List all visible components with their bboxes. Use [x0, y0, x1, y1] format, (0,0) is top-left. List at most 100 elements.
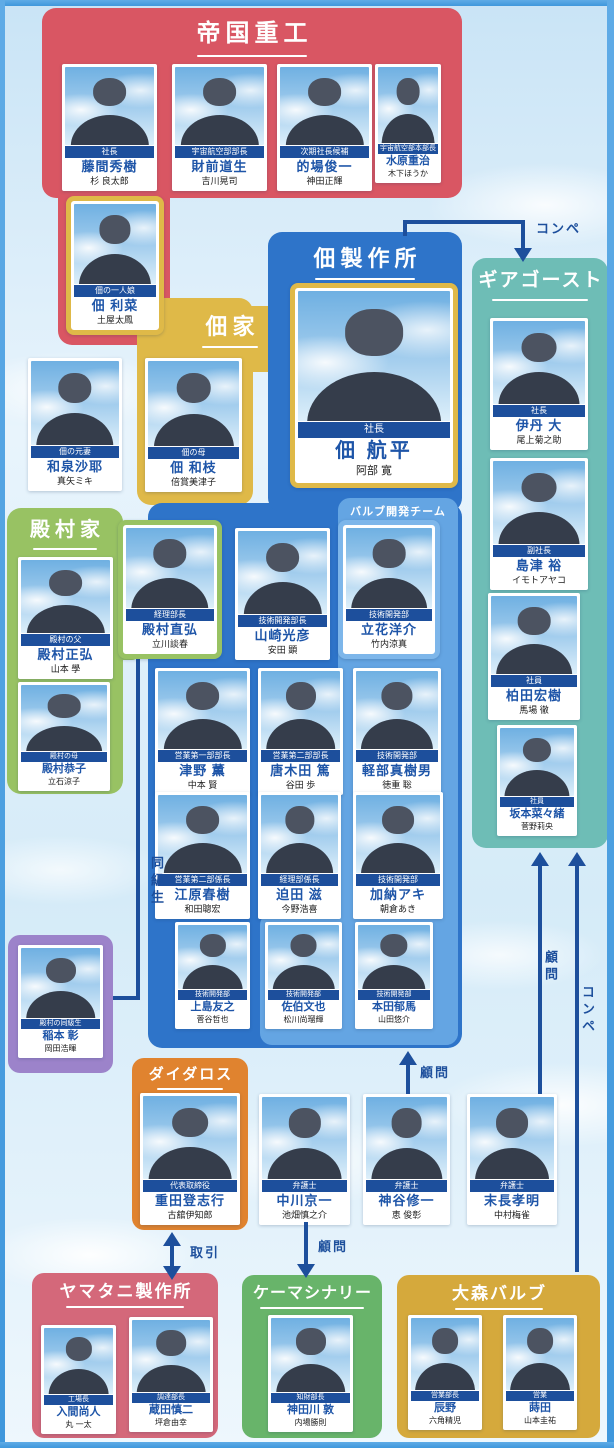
character-name: 島津 裕 [515, 558, 563, 573]
character-name: 的場俊一 [296, 159, 353, 174]
actor-name: 立川談春 [151, 639, 188, 649]
person-silhouette [261, 795, 338, 873]
compe-top-horizontal [403, 220, 525, 224]
portrait-photo [262, 1097, 347, 1179]
card-tonomura-masahiro[interactable]: 殿村の父殿村正弘山本 學 [18, 557, 113, 679]
card-zaizen-michio[interactable]: 宇宙航空部部長財前道生吉川晃司 [172, 64, 267, 191]
card-inamoto-akira[interactable]: 殿村の同級生稲本 彰岡田浩暉 [18, 945, 103, 1058]
advisor-gearghost-arrowhead [531, 852, 549, 866]
card-kashiwada-hiroki[interactable]: 社員柏田宏樹馬場 徹 [488, 593, 580, 720]
character-name: 神谷修一 [378, 1193, 435, 1208]
actor-name: 内場勝則 [294, 1418, 327, 1427]
role-ribbon: 社員 [491, 675, 577, 687]
character-name: 迫田 滋 [276, 887, 323, 902]
card-karube-makio[interactable]: 技術開発部軽部真樹男徳重 聡 [353, 668, 441, 795]
person-silhouette [158, 671, 247, 749]
portrait-photo [366, 1097, 447, 1179]
role-ribbon: 技術開発部 [356, 750, 438, 762]
role-ribbon: 営業第一部部長 [158, 750, 247, 762]
person-silhouette [298, 291, 450, 421]
card-kano-aki[interactable]: 技術開発部加納アキ朝倉あき [353, 792, 443, 919]
card-honda-ikuma[interactable]: 技術開発部本田郁馬山田悠介 [355, 922, 433, 1029]
card-tachibana-yosuke[interactable]: 技術開発部立花洋介竹内涼真 [338, 520, 440, 659]
group-title-tonomura-family: 殿村家 [30, 519, 105, 541]
card-fujima-hideki[interactable]: 社長藤間秀樹杉 良太郎 [62, 64, 157, 191]
card-sakamoto-nanao[interactable]: 社員坂本菜々緒菅野莉央 [497, 725, 577, 836]
character-name: 佐伯文也 [281, 1001, 326, 1013]
card-iruma-naoto[interactable]: 工場長入間尚人丸 一太 [41, 1325, 116, 1434]
card-tsukuda-kohei[interactable]: 社長佃 航平阿部 寛 [290, 283, 458, 488]
card-itami-dai[interactable]: 社長伊丹 大尾上菊之助 [490, 318, 588, 450]
card-mizuhara-shigeharu[interactable]: 宇宙航空部本部長水原重治木下ほうか [375, 64, 441, 183]
portrait-photo [298, 291, 450, 421]
card-ebara-haruki[interactable]: 営業第二部係長江原春樹和田聰宏 [155, 792, 250, 919]
person-silhouette [268, 925, 339, 989]
person-silhouette [271, 1318, 350, 1392]
card-kandagawa-atsushi[interactable]: 知財部長神田川 敦内場勝則 [268, 1315, 353, 1432]
portrait-photo [378, 67, 438, 143]
portrait-photo [500, 728, 574, 796]
portrait-photo [411, 1318, 479, 1390]
character-name: 和泉沙耶 [46, 459, 103, 474]
card-tsukuda-kazue[interactable]: 佃の母佃 和枝倍賞美津子 [145, 358, 242, 492]
group-title-tsukuda-family: 佃家 [205, 314, 260, 339]
card-shigeta-toshiyuki[interactable]: 代表取締役重田登志行古舘伊知郎 [140, 1093, 240, 1225]
character-name: 唐木田 篤 [270, 763, 331, 778]
portrait-photo [178, 925, 247, 989]
person-silhouette [65, 67, 154, 145]
person-silhouette [262, 1097, 347, 1179]
compe-gearghost-label: コンペ [580, 985, 595, 1036]
title-underline [202, 346, 258, 348]
card-matoba-shunichi[interactable]: 次期社長候補的場俊一神田正輝 [277, 64, 372, 191]
card-suenaga-takaaki[interactable]: 弁護士末長孝明中村梅雀 [467, 1094, 557, 1225]
portrait-photo [175, 67, 264, 145]
role-ribbon: 社長 [298, 422, 450, 438]
portrait-photo [493, 321, 585, 404]
card-izumi-saya[interactable]: 佃の元妻和泉沙耶真矢ミキ [28, 358, 122, 491]
compe-gearghost-arrowhead [568, 852, 586, 866]
actor-name: 神田正輝 [306, 176, 343, 186]
card-saeki-fumiya[interactable]: 技術開発部佐伯文也松川尚瑠輝 [265, 922, 342, 1029]
card-tsukuda-rina[interactable]: 佃の一人娘佃 利菜土屋太鳳 [66, 196, 164, 335]
actor-name: 岡田浩暉 [44, 1044, 77, 1053]
title-underline [492, 298, 588, 301]
card-tonomura-kyoko[interactable]: 殿村の母殿村恭子立石涼子 [18, 682, 110, 791]
card-yamazaki-mitsuhiko[interactable]: 技術開発部長山崎光彦安田 顕 [235, 528, 330, 660]
character-name: 伊丹 大 [515, 418, 563, 433]
frame-left [0, 0, 5, 1448]
card-tonomura-naohiro[interactable]: 経理部長殿村直弘立川談春 [118, 520, 222, 659]
card-kamiya-shuichi[interactable]: 弁護士神谷修一恵 俊彰 [363, 1094, 450, 1225]
card-karakida-atsushi[interactable]: 営業第二部部長唐木田 篤谷田 歩 [258, 668, 343, 795]
portrait-photo [346, 528, 432, 608]
portrait-photo [148, 361, 239, 446]
card-nakagawa-kyoichi[interactable]: 弁護士中川京一池畑慎之介 [259, 1094, 350, 1225]
card-shimazu-yu[interactable]: 副社長島津 裕イモトアヤコ [490, 458, 588, 590]
actor-name: 朝倉あき [379, 904, 416, 914]
actor-name: 尾上菊之助 [516, 435, 562, 445]
person-silhouette [21, 560, 110, 633]
advisor-kmachinery-arrowhead [297, 1264, 315, 1278]
portrait-photo [358, 925, 430, 989]
card-tsuno-kaoru[interactable]: 営業第一部部長津野 薫中本 賢 [155, 668, 250, 795]
character-name: 江原春樹 [174, 887, 231, 902]
card-kurata-shinji[interactable]: 調達部長蔵田慎二坪倉由幸 [129, 1317, 213, 1432]
card-sakota-shigeru[interactable]: 経理部係長迫田 滋今野浩喜 [258, 792, 341, 919]
portrait-photo [21, 948, 100, 1018]
actor-name: 坪倉由幸 [155, 1418, 187, 1427]
actor-name: 山本圭祐 [524, 1416, 556, 1425]
portrait-photo [356, 671, 438, 749]
portrait-photo [132, 1320, 210, 1392]
portrait-photo [470, 1097, 554, 1179]
character-name: 神田川 敦 [286, 1404, 335, 1416]
portrait-photo [21, 560, 110, 633]
actor-name: 土屋太鳳 [96, 315, 133, 325]
compe-top-vertical [521, 220, 525, 250]
person-silhouette [366, 1097, 447, 1179]
actor-name: 吉川晃司 [201, 176, 238, 186]
card-makita[interactable]: 営業蒔田山本圭祐 [503, 1315, 577, 1430]
card-tatsuno[interactable]: 営業部長辰野六角精児 [408, 1315, 482, 1430]
role-ribbon: 宇宙航空部本部長 [378, 144, 438, 154]
card-kamijima-tomoyuki[interactable]: 技術開発部上島友之菅谷哲也 [175, 922, 250, 1029]
title-underline [66, 1306, 184, 1309]
